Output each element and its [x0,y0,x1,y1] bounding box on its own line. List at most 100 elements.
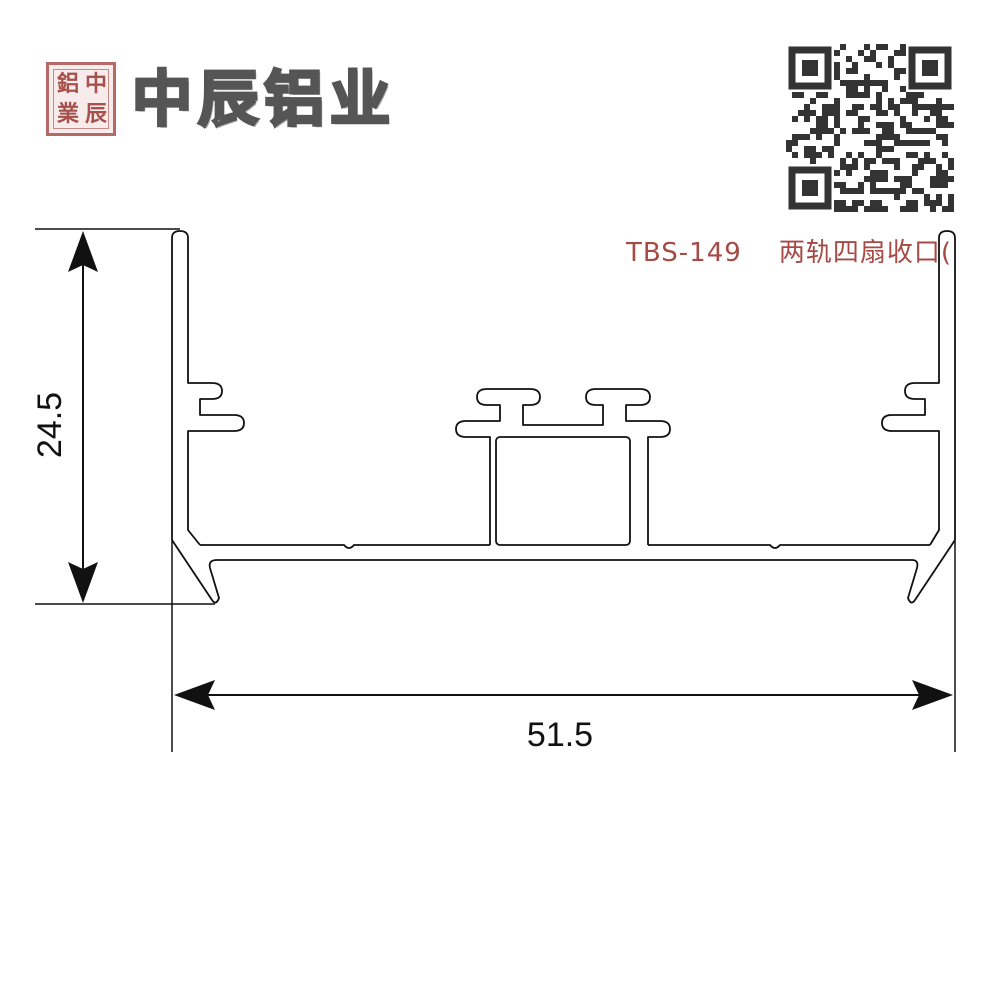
qr-module [834,104,840,110]
qr-module [876,152,882,158]
qr-module [858,92,864,98]
right-lip [907,539,956,604]
qr-module [792,140,798,146]
qr-module [804,152,810,158]
qr-module [924,104,930,110]
qr-module [942,134,948,140]
qr-module [852,128,858,134]
qr-module [924,140,930,146]
qr-module [942,170,948,176]
qr-module [876,176,882,182]
qr-module [810,128,816,134]
qr-module [900,116,906,122]
qr-module [942,122,948,128]
qr-module [864,80,870,86]
qr-module [876,110,882,116]
qr-module [900,188,906,194]
qr-module [882,44,888,50]
qr-module [834,200,840,206]
qr-module [828,128,834,134]
qr-module [948,122,954,128]
qr-module [810,152,816,158]
qr-module [804,134,810,140]
qr-module [942,104,948,110]
qr-module [840,80,846,86]
qr-module [822,104,828,110]
qr-module [846,170,852,176]
qr-module [870,206,876,212]
qr-module [864,164,870,170]
seal-stamp: 中 辰 鋁 業 [46,62,116,136]
qr-module [906,152,912,158]
qr-module [834,62,840,68]
qr-module [834,122,840,128]
qr-module [924,128,930,134]
qr-module [828,152,834,158]
qr-module [930,110,936,116]
qr-module [864,86,870,92]
qr-module [846,164,852,170]
arrow-up-icon [68,231,98,272]
qr-module [948,164,954,170]
qr-module [930,182,936,188]
qr-module [858,188,864,194]
qr-module [888,188,894,194]
qr-module [816,134,822,140]
qr-module [894,158,900,164]
qr-module [882,146,888,152]
height-dimension-label: 24.5 [31,392,69,458]
qr-module [810,158,816,164]
qr-module [846,206,852,212]
qr-module [882,80,888,86]
qr-module [834,68,840,74]
qr-module [816,116,822,122]
qr-module [816,92,822,98]
qr-module [876,62,882,68]
qr-module [852,164,858,170]
qr-code-icon [786,44,954,212]
qr-module [852,206,858,212]
qr-module [822,128,828,134]
left-lip [171,539,220,604]
seal-char: 鋁 [57,71,80,97]
qr-module [936,98,942,104]
qr-module [828,146,834,152]
qr-module [906,206,912,212]
qr-module [852,200,858,206]
center-rails [455,388,671,545]
qr-module [834,134,840,140]
qr-module [840,188,846,194]
qr-module [852,158,858,164]
left-wall [171,230,245,546]
qr-module [930,200,936,206]
qr-module [858,104,864,110]
qr-module [858,80,864,86]
qr-module [828,110,834,116]
qr-module [846,68,852,74]
qr-module [810,110,816,116]
qr-module [792,134,798,140]
qr-module [894,164,900,170]
qr-module [876,134,882,140]
qr-module [936,200,942,206]
qr-module [852,110,858,116]
qr-module [900,98,906,104]
model-description: 两轨四扇收口( [778,238,952,268]
seal-char: 業 [57,101,80,127]
qr-module [912,206,918,212]
qr-module [858,50,864,56]
qr-module [912,188,918,194]
seal-char: 辰 [85,101,108,127]
qr-module [852,62,858,68]
qr-module [882,206,888,212]
qr-module [882,158,888,164]
qr-module [876,188,882,194]
qr-module [906,98,912,104]
qr-module [924,116,930,122]
qr-module [840,158,846,164]
seal-inner-border [53,69,109,129]
qr-module [870,182,876,188]
qr-module [900,86,906,92]
qr-module [930,104,936,110]
